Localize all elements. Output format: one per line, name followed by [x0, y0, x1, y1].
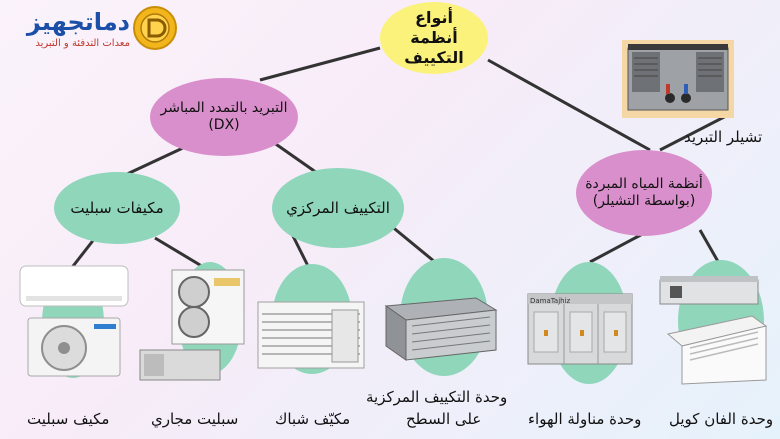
chilled-line1: أنظمة المياه المبردة	[585, 175, 703, 192]
dx-node: التبريد بالتمدد المباشر (DX)	[150, 78, 298, 156]
window-ac-image	[256, 300, 368, 372]
fcu-icon	[659, 276, 768, 385]
window-label: مكيّف شباك	[275, 410, 351, 428]
logo-name: دماتجهيز	[26, 8, 130, 36]
split-group-label: مكيفات سبليت	[70, 198, 164, 217]
ahu-image	[524, 290, 636, 368]
company-logo	[132, 5, 178, 51]
chiller-image	[622, 40, 734, 118]
dx-line2: (DX)	[208, 117, 240, 133]
fcu-image	[656, 268, 772, 386]
root-line2: أنظمة التكييف	[404, 28, 464, 67]
split-ac-image	[18, 262, 130, 382]
chilled-water-node: أنظمة المياه المبردة (بواسطة التشيلر)	[576, 150, 712, 236]
split-group-node: مكيفات سبليت	[54, 172, 180, 244]
ducted-label: سبليت مجاري	[151, 410, 239, 428]
central-group-node: التكييف المركزي	[272, 168, 404, 248]
rooftop-label-2: على السطح	[406, 410, 482, 428]
fcu-label: وحدة الفان كويل	[669, 410, 774, 428]
chiller-icon	[627, 44, 729, 111]
split-ac-icon	[19, 265, 129, 377]
chilled-line2: (بواسطة التشيلر)	[592, 193, 696, 209]
root-node: أنواع أنظمة التكييف	[380, 2, 488, 74]
split-label: مكيف سبليت	[27, 410, 110, 428]
rooftop-unit-image	[376, 294, 500, 364]
gear-coin-icon	[133, 6, 177, 50]
ahu-icon	[527, 293, 633, 365]
rooftop-label-1: وحدة التكييف المركزية	[366, 388, 508, 406]
logo-tagline: معدات التدفئة و التبريد	[35, 38, 130, 49]
ahu-brand-tag: DamaTajhiz	[530, 297, 571, 305]
ahu-label: وحدة مناولة الهواء	[528, 410, 642, 428]
ducted-split-icon	[139, 269, 245, 381]
root-line1: أنواع	[415, 8, 453, 27]
rooftop-unit-icon	[384, 297, 498, 361]
chiller-label: تشيلر التبريد	[684, 128, 763, 146]
window-ac-icon	[257, 301, 365, 369]
central-group-label: التكييف المركزي	[286, 198, 390, 217]
ducted-split-image	[138, 268, 252, 388]
dx-line1: التبريد بالتمدد المباشر	[160, 99, 288, 116]
